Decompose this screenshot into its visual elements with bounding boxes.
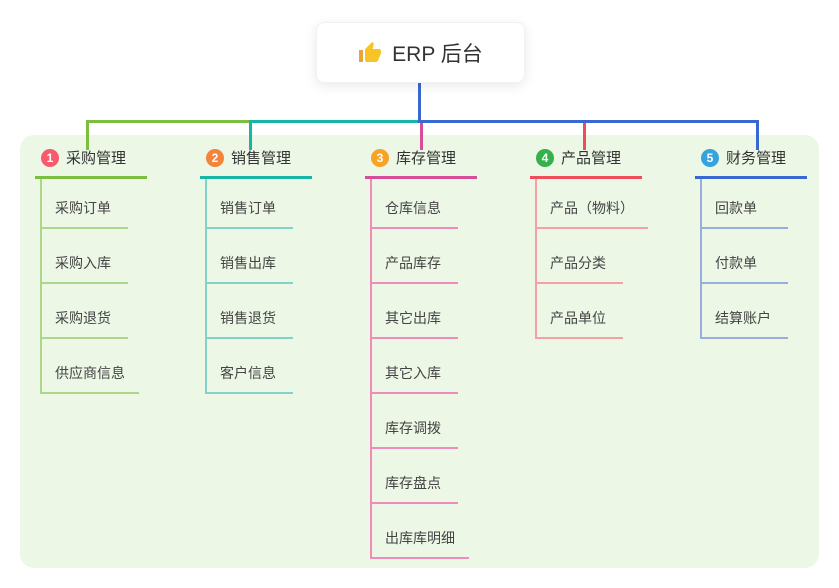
child-node-row: 其它出库: [372, 284, 535, 339]
child-node[interactable]: 产品（物料）: [537, 198, 648, 229]
branch-header[interactable]: 4 产品管理: [530, 144, 642, 179]
branch-number-badge: 3: [371, 148, 389, 167]
child-node-row: 仓库信息: [372, 179, 535, 229]
child-node-row: 出库库明细: [372, 504, 535, 559]
branch: 1 采购管理 采购订单 采购入库 采购退货 供应商信息: [35, 144, 205, 394]
child-node[interactable]: 出库库明细: [372, 528, 469, 559]
child-node-row: 采购订单: [42, 179, 205, 229]
child-node-row: 采购退货: [42, 284, 205, 339]
child-node[interactable]: 结算账户: [702, 308, 788, 339]
child-node[interactable]: 产品库存: [372, 253, 458, 284]
child-node-row: 产品分类: [537, 229, 700, 284]
child-node-row: 其它入库: [372, 339, 535, 394]
child-node[interactable]: 库存调拨: [372, 418, 458, 449]
child-node-row: 销售退货: [207, 284, 370, 339]
child-node[interactable]: 产品单位: [537, 308, 623, 339]
child-node-row: 客户信息: [207, 339, 370, 394]
child-node-row: 产品单位: [537, 284, 700, 339]
branch-header[interactable]: 1 采购管理: [35, 144, 147, 179]
branch-children: 采购订单 采购入库 采购退货 供应商信息: [40, 179, 205, 394]
child-node-row: 库存调拨: [372, 394, 535, 449]
branch-header[interactable]: 5 财务管理: [695, 144, 807, 179]
branch-children: 销售订单 销售出库 销售退货 客户信息: [205, 179, 370, 394]
child-node[interactable]: 采购订单: [42, 198, 128, 229]
branches-panel: [20, 135, 819, 568]
thumbs-up-icon: [358, 41, 382, 65]
branch: 4 产品管理 产品（物料） 产品分类 产品单位: [530, 144, 700, 339]
branch-title: 销售管理: [231, 150, 292, 167]
child-node[interactable]: 采购退货: [42, 308, 128, 339]
child-node[interactable]: 销售订单: [207, 198, 293, 229]
child-node-row: 库存盘点: [372, 449, 535, 504]
child-node[interactable]: 回款单: [702, 198, 788, 229]
branch-title: 采购管理: [66, 150, 127, 167]
child-node-row: 产品库存: [372, 229, 535, 284]
branch-number-badge: 4: [536, 148, 554, 167]
branch: 5 财务管理 回款单 付款单 结算账户: [695, 144, 839, 339]
child-node-row: 回款单: [702, 179, 839, 229]
branch-header[interactable]: 2 销售管理: [200, 144, 312, 179]
root-title: ERP 后台: [392, 42, 483, 66]
child-node-row: 采购入库: [42, 229, 205, 284]
child-node-row: 产品（物料）: [537, 179, 700, 229]
child-node[interactable]: 客户信息: [207, 363, 293, 394]
child-node[interactable]: 供应商信息: [42, 363, 139, 394]
child-node[interactable]: 付款单: [702, 253, 788, 284]
child-node-row: 供应商信息: [42, 339, 205, 394]
root-node[interactable]: ERP 后台: [316, 22, 525, 83]
child-node[interactable]: 销售退货: [207, 308, 293, 339]
branch-number-badge: 1: [41, 148, 59, 167]
branch-number-badge: 2: [206, 148, 224, 167]
child-node[interactable]: 销售出库: [207, 253, 293, 284]
child-node-row: 销售订单: [207, 179, 370, 229]
child-node[interactable]: 产品分类: [537, 253, 623, 284]
child-node[interactable]: 其它出库: [372, 308, 458, 339]
child-node-row: 付款单: [702, 229, 839, 284]
branch: 3 库存管理 仓库信息 产品库存 其它出库 其它入库 库存调拨 库存盘点 出库库…: [365, 144, 535, 559]
branch-header[interactable]: 3 库存管理: [365, 144, 477, 179]
branch-children: 产品（物料） 产品分类 产品单位: [535, 179, 700, 339]
child-node[interactable]: 仓库信息: [372, 198, 458, 229]
child-node-row: 销售出库: [207, 229, 370, 284]
child-node-row: 结算账户: [702, 284, 839, 339]
branch: 2 销售管理 销售订单 销售出库 销售退货 客户信息: [200, 144, 370, 394]
child-node[interactable]: 其它入库: [372, 363, 458, 394]
branch-title: 库存管理: [396, 150, 457, 167]
branch-number-badge: 5: [701, 148, 719, 167]
branch-children: 仓库信息 产品库存 其它出库 其它入库 库存调拨 库存盘点 出库库明细: [370, 179, 535, 559]
branch-children: 回款单 付款单 结算账户: [700, 179, 839, 339]
branch-title: 产品管理: [561, 150, 622, 167]
branch-title: 财务管理: [726, 150, 787, 167]
child-node[interactable]: 采购入库: [42, 253, 128, 284]
child-node[interactable]: 库存盘点: [372, 473, 458, 504]
